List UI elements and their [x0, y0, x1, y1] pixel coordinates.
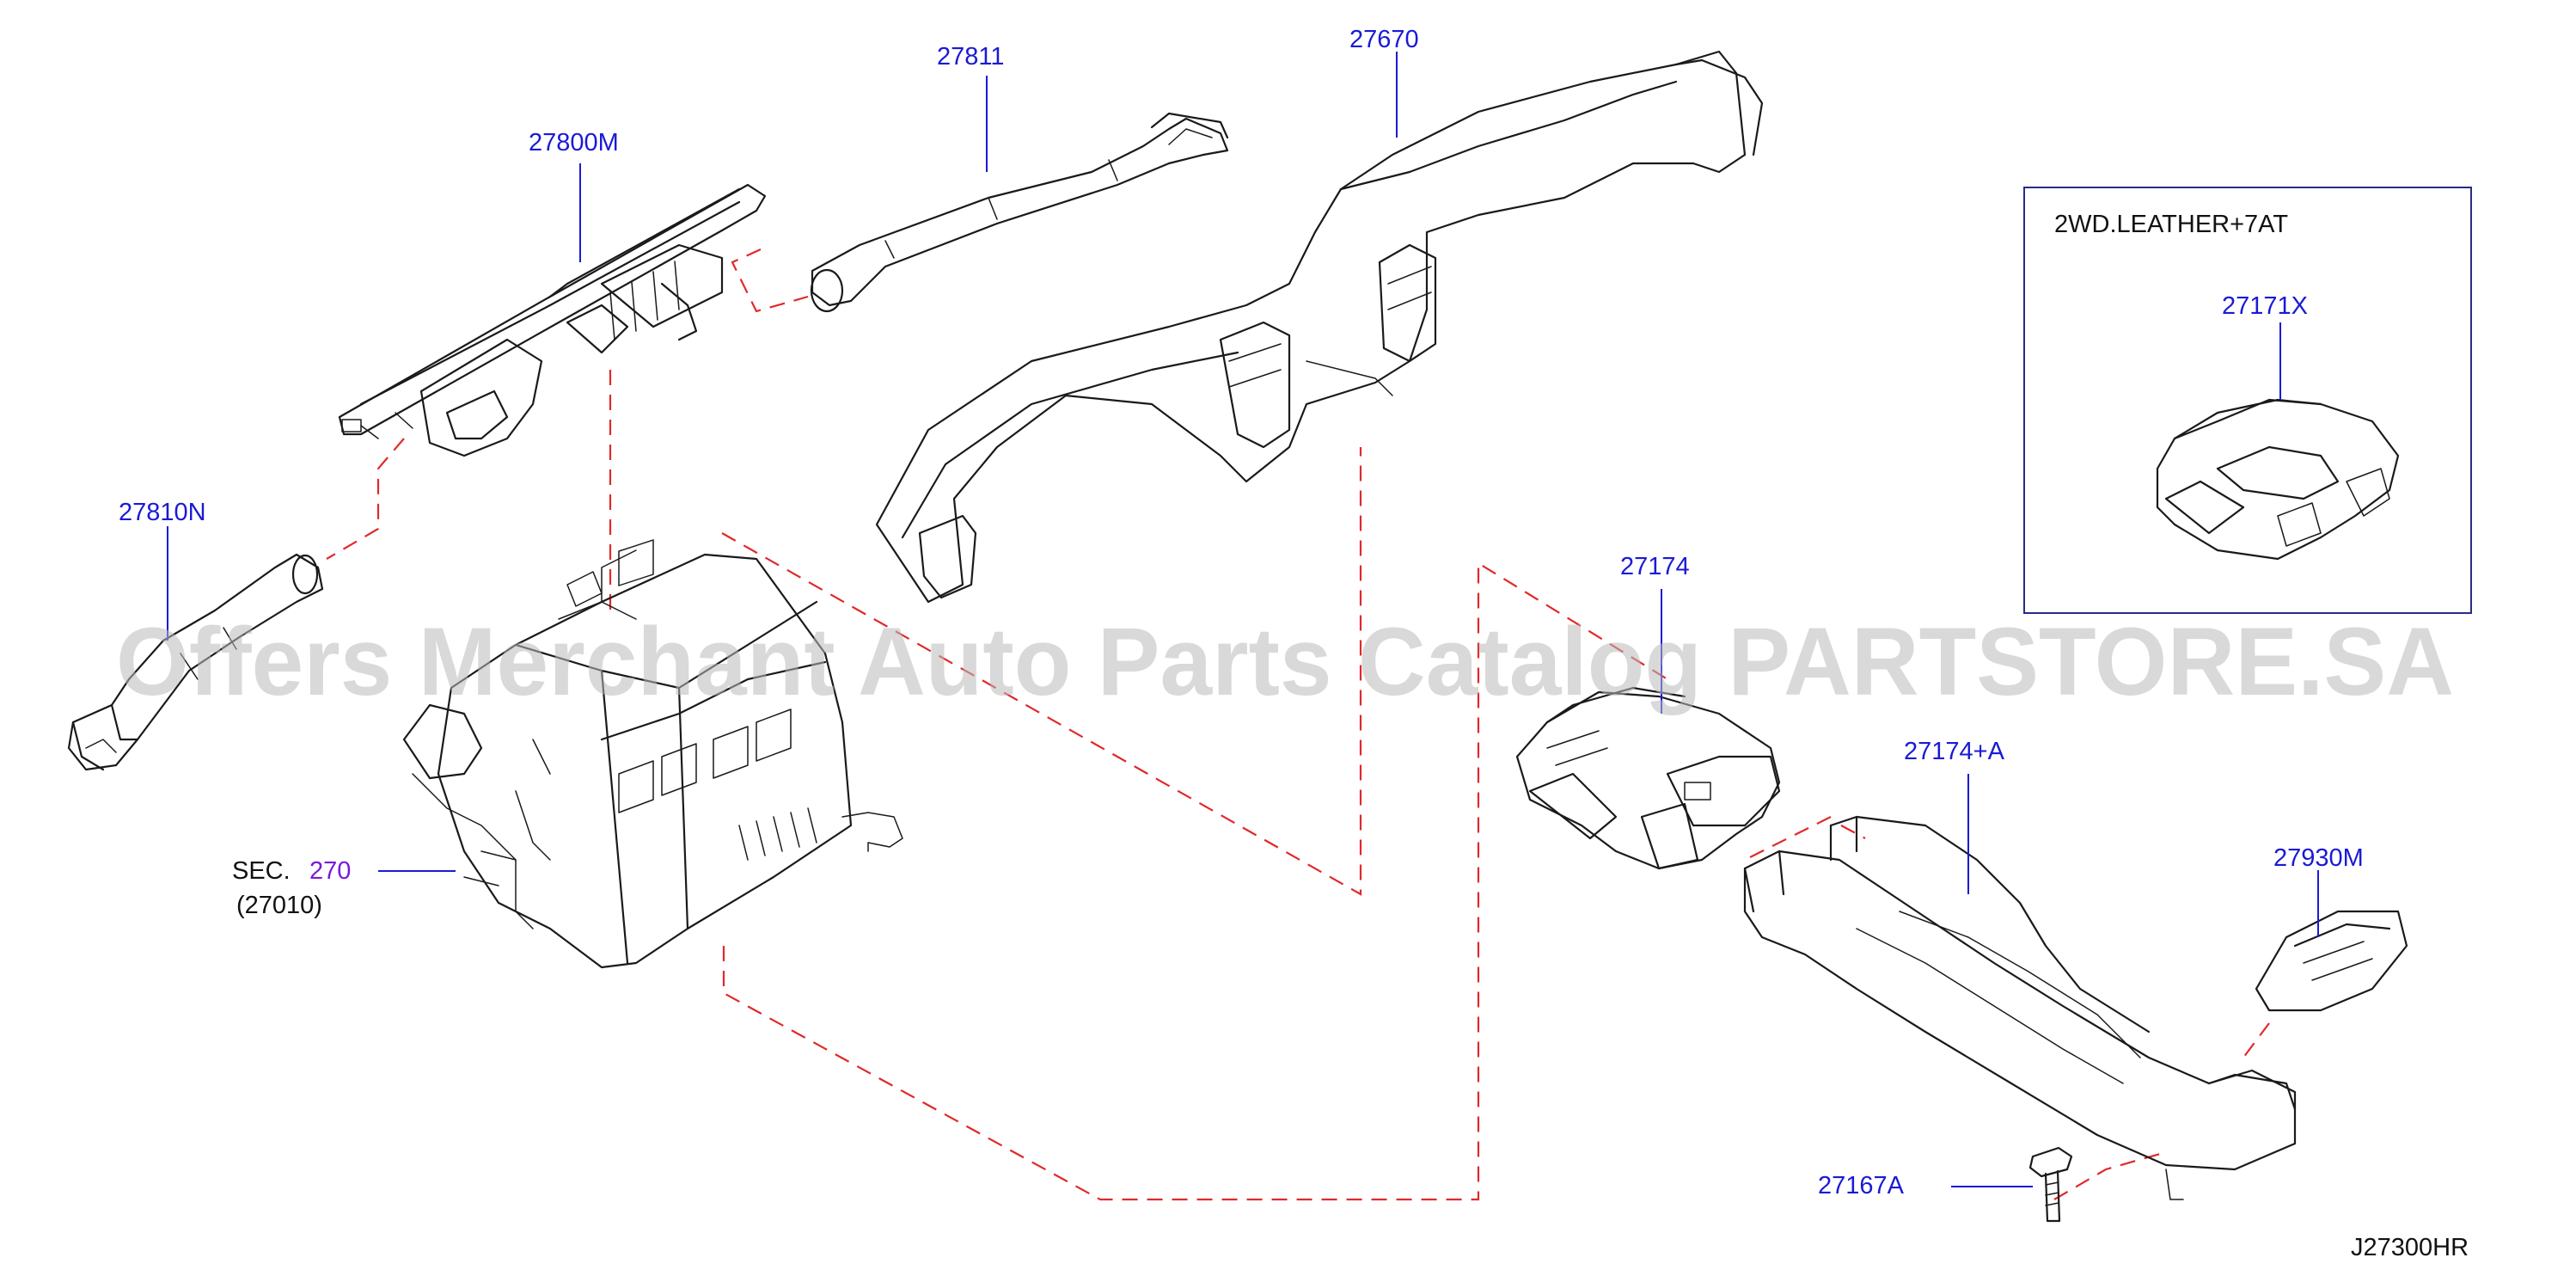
inset-box	[2023, 187, 2472, 614]
part-27800m-drawing	[338, 183, 767, 457]
watermark-text: Offers Merchant Auto Parts Catalog PARTS…	[116, 608, 2454, 715]
diagram-code: J27300HR	[2351, 1234, 2469, 1261]
label-27800m[interactable]: 27800M	[529, 129, 619, 156]
part-27930m-drawing	[2255, 910, 2408, 1012]
label-27810n[interactable]: 27810N	[119, 499, 206, 526]
label-27811[interactable]: 27811	[937, 43, 1005, 71]
part-27167a-bolt-drawing	[2028, 1146, 2073, 1223]
assembly-guide-lines	[326, 248, 2270, 1201]
label-27174a[interactable]: 27174+A	[1904, 738, 2005, 765]
heater-unit-drawing	[402, 539, 903, 969]
label-27670[interactable]: 27670	[1349, 26, 1419, 53]
part-27811-drawing	[810, 112, 1229, 313]
part-27174-drawing	[1515, 686, 1781, 870]
part-labels: 27811 27670 27800M 27810N 27174 27174+A …	[119, 26, 2469, 1261]
label-27174[interactable]: 27174	[1620, 553, 1690, 580]
part-27174a-drawing	[1743, 815, 2297, 1200]
section-sub: (27010)	[236, 892, 322, 919]
label-27930m[interactable]: 27930M	[2273, 844, 2364, 872]
leader-lines	[167, 52, 2319, 1187]
label-27171x[interactable]: 27171X	[2222, 292, 2308, 320]
inset-title: 2WD.LEATHER+7AT	[2054, 211, 2288, 238]
part-27670-drawing	[875, 50, 1764, 604]
section-prefix: SEC.	[232, 857, 291, 885]
section-number-link[interactable]: 270	[309, 857, 351, 885]
label-27167a[interactable]: 27167A	[1818, 1172, 1905, 1199]
part-27810n-drawing	[67, 553, 324, 771]
